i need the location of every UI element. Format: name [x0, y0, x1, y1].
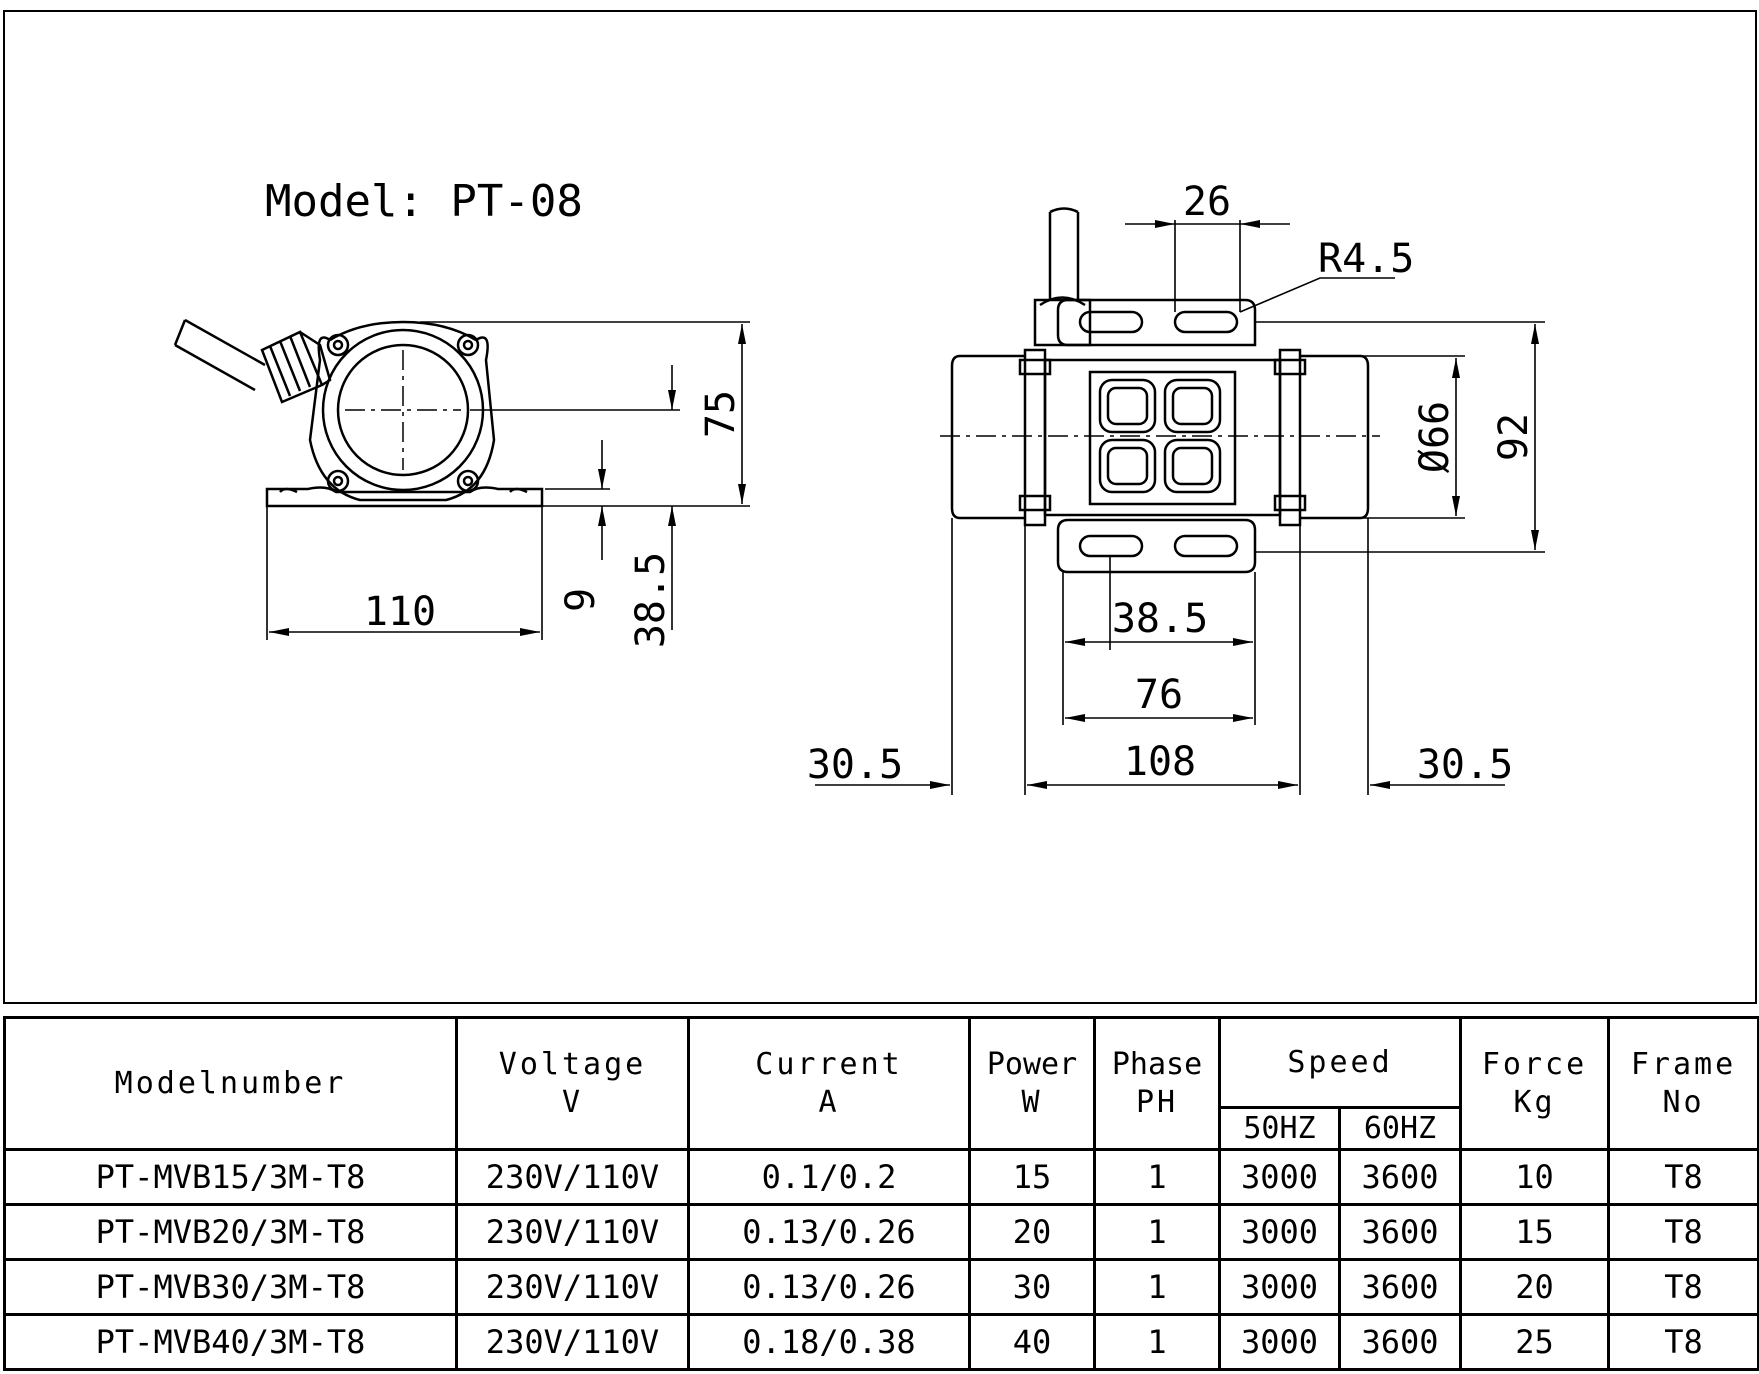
- cell-voltage: 230V/110V: [455, 1313, 690, 1371]
- top-mounting-foot: [1056, 298, 1257, 347]
- cell-voltage: 230V/110V: [455, 1148, 690, 1206]
- dim-left-overhang-30-5: 30.5: [807, 742, 903, 788]
- cell-speed-50: 3000: [1218, 1313, 1341, 1371]
- left-flange: [1023, 348, 1047, 527]
- cell-force: 15: [1459, 1203, 1610, 1261]
- cable-icon: [1048, 207, 1080, 300]
- cell-force: 10: [1459, 1148, 1610, 1206]
- header-model: Modelnumber: [3, 1016, 458, 1151]
- model-title: Model: PT-08: [265, 176, 583, 227]
- terminal-box: [1098, 378, 1222, 494]
- cell-frame: T8: [1607, 1148, 1759, 1206]
- motor-center-body: [1043, 358, 1282, 517]
- cell-speed-60: 3600: [1338, 1258, 1462, 1316]
- cell-force: 20: [1459, 1258, 1610, 1316]
- cell-current: 0.18/0.38: [687, 1313, 971, 1371]
- cell-speed-50: 3000: [1218, 1258, 1341, 1316]
- cell-model: PT-MVB15/3M-T8: [3, 1148, 458, 1206]
- dim-base-9: 9: [558, 588, 604, 612]
- front-view: [940, 207, 1380, 574]
- table-row: PT-MVB15/3M-T8 230V/110V 0.1/0.2 15 1 30…: [3, 1148, 1759, 1206]
- cell-phase: 1: [1093, 1258, 1221, 1316]
- cell-power: 30: [968, 1258, 1096, 1316]
- dim-right-overhang-30-5: 30.5: [1417, 742, 1513, 788]
- cell-voltage: 230V/110V: [455, 1203, 690, 1261]
- cell-phase: 1: [1093, 1313, 1221, 1371]
- cell-phase: 1: [1093, 1148, 1221, 1206]
- cable-icon: [174, 318, 266, 392]
- cell-phase: 1: [1093, 1203, 1221, 1261]
- header-speed-60hz: 60HZ: [1338, 1106, 1462, 1151]
- cell-speed-60: 3600: [1338, 1148, 1462, 1206]
- cell-model: PT-MVB30/3M-T8: [3, 1258, 458, 1316]
- drawing-frame: [3, 10, 1757, 1004]
- table-subheader-row: 50HZ 60HZ: [5, 1106, 1759, 1151]
- cell-speed-60: 3600: [1338, 1203, 1462, 1261]
- front-dimensions: [815, 220, 1545, 795]
- cell-power: 20: [968, 1203, 1096, 1261]
- dim-base-width-76: 76: [1135, 672, 1183, 718]
- table-row: PT-MVB40/3M-T8 230V/110V 0.18/0.38 40 1 …: [3, 1313, 1759, 1371]
- dim-height-92: 92: [1491, 413, 1537, 461]
- table-row: PT-MVB20/3M-T8 230V/110V 0.13/0.26 20 1 …: [3, 1203, 1759, 1261]
- technical-drawing: Model: PT-08: [173, 176, 1545, 795]
- side-view: [173, 318, 544, 508]
- cell-power: 40: [968, 1313, 1096, 1371]
- cell-speed-50: 3000: [1218, 1203, 1341, 1261]
- dim-diameter-66: Ø66: [1412, 401, 1458, 473]
- bottom-mounting-foot: [1056, 518, 1257, 574]
- side-dimensions: [266, 321, 750, 640]
- right-flange: [1278, 348, 1302, 527]
- table-row: PT-MVB30/3M-T8 230V/110V 0.13/0.26 30 1 …: [3, 1258, 1759, 1316]
- cell-frame: T8: [1607, 1258, 1759, 1316]
- cell-model: PT-MVB40/3M-T8: [3, 1313, 458, 1371]
- dim-slot-radius: R4.5: [1318, 236, 1414, 282]
- cell-force: 25: [1459, 1313, 1610, 1371]
- cell-speed-50: 3000: [1218, 1148, 1341, 1206]
- left-end-cap: [950, 354, 1025, 520]
- cell-voltage: 230V/110V: [455, 1258, 690, 1316]
- dim-hole-spacing-38-5: 38.5: [1112, 596, 1208, 642]
- cable-gland-icon: [1033, 298, 1092, 347]
- dim-center-38-5: 38.5: [628, 552, 674, 648]
- dim-body-length-108: 108: [1124, 739, 1196, 785]
- dim-slot-pitch-26: 26: [1183, 179, 1231, 225]
- cell-power: 15: [968, 1148, 1096, 1206]
- dim-width-110: 110: [364, 589, 436, 635]
- right-end-cap: [1300, 354, 1370, 520]
- cell-model: PT-MVB20/3M-T8: [3, 1203, 458, 1261]
- cell-frame: T8: [1607, 1203, 1759, 1261]
- cell-current: 0.1/0.2: [687, 1148, 971, 1206]
- cell-current: 0.13/0.26: [687, 1258, 971, 1316]
- cell-frame: T8: [1607, 1313, 1759, 1371]
- cell-speed-60: 3600: [1338, 1313, 1462, 1371]
- header-speed-50hz: 50HZ: [1218, 1106, 1341, 1151]
- header-speed: Speed: [1218, 1016, 1462, 1109]
- cable-gland-icon: [260, 330, 332, 404]
- cell-current: 0.13/0.26: [687, 1203, 971, 1261]
- dim-height-75: 75: [698, 390, 744, 438]
- motor-side-body: [265, 320, 544, 508]
